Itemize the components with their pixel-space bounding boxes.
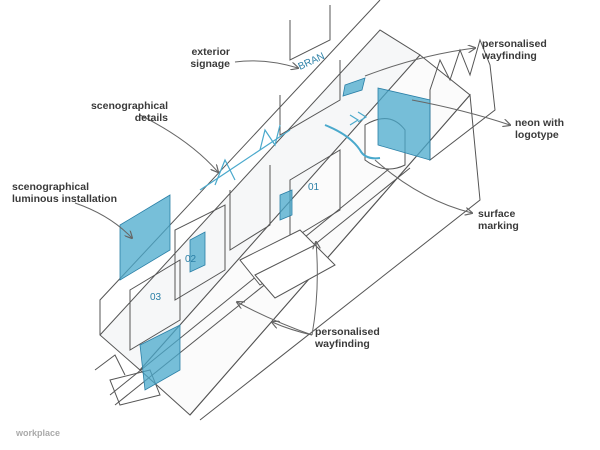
label-line: details: [134, 112, 168, 124]
room-number-03: 03: [150, 292, 162, 303]
label-line: marking: [478, 220, 519, 232]
label-line: exterior: [191, 46, 230, 58]
callout-arrows: [74, 48, 510, 336]
label-line: signage: [190, 58, 230, 70]
accent-panels: [119, 77, 431, 391]
room-number-02: 02: [185, 254, 197, 265]
label-line: wayfinding: [315, 338, 370, 350]
label-line: logotype: [515, 129, 559, 141]
room-03-panel: [139, 324, 181, 391]
scenographical-details-sketch: [199, 111, 381, 191]
watermark: workplace: [16, 428, 61, 438]
label-line: wayfinding: [482, 50, 537, 62]
label-line: surface: [478, 208, 516, 220]
wayfinding-sign: [342, 77, 366, 97]
neon-logotype-wall: [377, 87, 431, 161]
label-line: scenographical: [90, 100, 168, 112]
label-line: scenographical: [12, 181, 90, 193]
label-line: personalised: [482, 38, 547, 50]
label-line: luminous installation: [12, 193, 118, 205]
label-line: personalised: [315, 326, 380, 338]
luminous-installation: [119, 194, 171, 281]
room-number-01: 01: [308, 182, 320, 193]
label-line: neon with: [515, 117, 564, 129]
